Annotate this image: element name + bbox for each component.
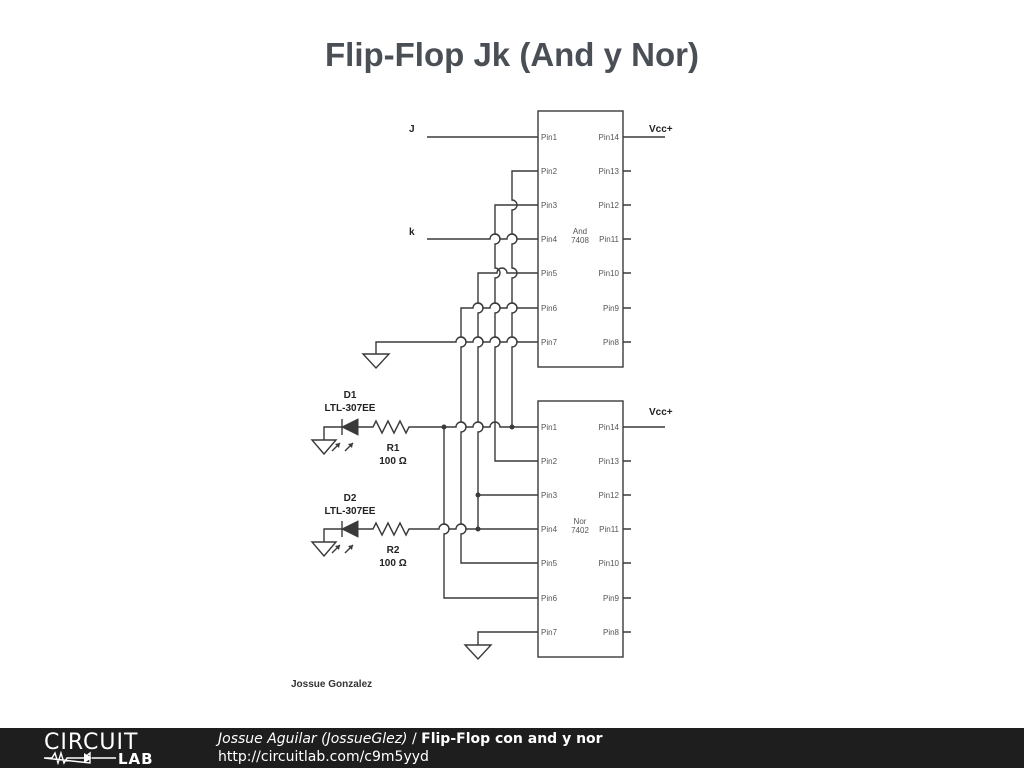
ground-icon-nor xyxy=(463,644,493,661)
nor-chip-part: 7402 xyxy=(571,526,589,535)
footer-author-link[interactable]: Jossue Aguilar (JossueGlez) xyxy=(218,731,408,747)
and-pin-left-2: Pin2 xyxy=(541,167,558,176)
nor-pin-left-5: Pin5 xyxy=(541,559,558,568)
nor-pin-right-11: Pin11 xyxy=(599,525,619,534)
footer-url-link[interactable]: http://circuitlab.com/c9m5yyd xyxy=(218,749,429,765)
led-d1[interactable] xyxy=(310,418,359,456)
nor-pin-right-12: Pin12 xyxy=(599,491,620,500)
nor-chip-name: Nor xyxy=(574,517,587,526)
d2-ref: D2 xyxy=(344,493,357,504)
nor-pin-left-4: Pin4 xyxy=(541,525,558,534)
and-pin-left-4: Pin4 xyxy=(541,235,558,244)
r2-value: 100 Ω xyxy=(379,558,406,569)
and-pin-left-6: Pin6 xyxy=(541,304,558,313)
nor-pin-left-1: Pin1 xyxy=(541,423,558,432)
and-pin-left-5: Pin5 xyxy=(541,269,558,278)
and-pin-right-12: Pin12 xyxy=(599,201,620,210)
and-pin-right-11: Pin11 xyxy=(599,235,619,244)
nor-pin-left-3: Pin3 xyxy=(541,491,558,500)
footer-separator: / xyxy=(407,731,422,747)
input-j-label: J xyxy=(409,124,415,135)
nor-pin-left-2: Pin2 xyxy=(541,457,558,466)
input-k-label: k xyxy=(409,227,415,238)
and-pin-right-8: Pin8 xyxy=(603,338,620,347)
footer-bar: CIRCUIT LAB Jossue Aguilar (JossueGlez) … xyxy=(0,728,1024,768)
d1-part: LTL-307EE xyxy=(325,403,376,414)
and-pin-right-14: Pin14 xyxy=(599,133,620,142)
and-chip-part: 7408 xyxy=(571,236,589,245)
footer-circuit-title[interactable]: Flip-Flop con and y nor xyxy=(421,731,603,747)
resistor-r2[interactable] xyxy=(358,521,412,537)
r2-ref: R2 xyxy=(387,545,400,556)
d2-part: LTL-307EE xyxy=(325,506,376,517)
nor-pin-right-9: Pin9 xyxy=(603,594,620,603)
footer-attribution: Jossue Aguilar (JossueGlez) / Flip-Flop … xyxy=(218,731,603,747)
d1-ref: D1 xyxy=(344,390,357,401)
vcc-label-nor: Vcc+ xyxy=(649,407,673,418)
led-d2[interactable] xyxy=(310,520,359,558)
r1-value: 100 Ω xyxy=(379,456,406,467)
and-chip[interactable]: Pin1 Pin2 Pin3 Pin4 Pin5 Pin6 Pin7 Pin14… xyxy=(537,110,624,368)
author-label: Jossue Gonzalez xyxy=(291,679,373,690)
resistor-r1[interactable] xyxy=(358,419,412,435)
nor-pin-right-8: Pin8 xyxy=(603,628,620,637)
nor-pin-left-7: Pin7 xyxy=(541,628,558,637)
circuitlab-logo-subtext: LAB xyxy=(118,750,154,768)
and-pin-left-1: Pin1 xyxy=(541,133,558,142)
circuitlab-logo-text[interactable]: CIRCUIT xyxy=(44,730,139,755)
logo-waveform-icon xyxy=(44,751,116,765)
and-pin-right-9: Pin9 xyxy=(603,304,620,313)
and-pin-left-3: Pin3 xyxy=(541,201,558,210)
r1-ref: R1 xyxy=(387,443,400,454)
schematic-diagram: Pin1 Pin2 Pin3 Pin4 Pin5 Pin6 Pin7 Pin14… xyxy=(310,110,673,661)
and-pin-right-13: Pin13 xyxy=(599,167,620,176)
vcc-label-and: Vcc+ xyxy=(649,124,673,135)
nor-pin-right-14: Pin14 xyxy=(599,423,620,432)
nor-pin-right-13: Pin13 xyxy=(599,457,620,466)
ground-icon-and xyxy=(361,353,391,370)
nor-pin-right-10: Pin10 xyxy=(599,559,620,568)
and-pin-left-7: Pin7 xyxy=(541,338,558,347)
and-chip-name: And xyxy=(573,227,587,236)
nor-chip[interactable]: Pin1 Pin2 Pin3 Pin4 Pin5 Pin6 Pin7 Pin14… xyxy=(537,400,624,658)
nor-pin-left-6: Pin6 xyxy=(541,594,558,603)
page-title: Flip-Flop Jk (And y Nor) xyxy=(325,36,699,73)
and-pin-right-10: Pin10 xyxy=(599,269,620,278)
